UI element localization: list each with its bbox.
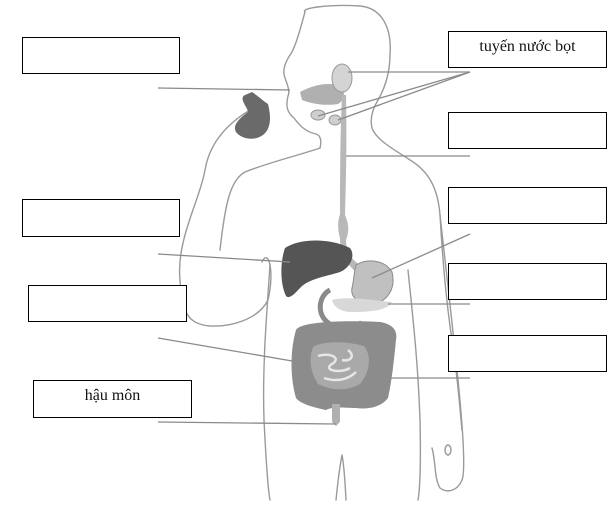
oral-cavity bbox=[300, 84, 344, 105]
salivary-gland-sublingual bbox=[310, 109, 326, 121]
label-box-small-intestine[interactable] bbox=[28, 285, 187, 322]
leader-line-salivary-2 bbox=[317, 71, 471, 117]
torso-right-outline bbox=[407, 269, 422, 501]
leader-line-mouth bbox=[157, 87, 291, 91]
esophagus bbox=[338, 95, 360, 272]
salivary-gland-submandibular bbox=[328, 114, 342, 126]
small-intestine-coils bbox=[317, 349, 357, 382]
label-box-mouth[interactable] bbox=[22, 37, 180, 74]
salivary-gland-parotid bbox=[331, 63, 353, 93]
label-box-stomach[interactable] bbox=[448, 187, 607, 224]
leader-line-small-intestine bbox=[157, 337, 299, 363]
stomach bbox=[351, 260, 394, 305]
pancreas bbox=[332, 298, 392, 312]
torso-left-outline bbox=[262, 263, 271, 501]
liver bbox=[281, 240, 353, 298]
label-box-esophagus[interactable] bbox=[448, 112, 607, 149]
rectum bbox=[332, 404, 340, 426]
leader-line-salivary-3 bbox=[337, 71, 471, 121]
label-box-pancreas[interactable] bbox=[448, 263, 607, 300]
raised-arm-outline bbox=[178, 109, 321, 327]
leader-line-stomach bbox=[371, 233, 471, 279]
face-profile bbox=[283, 11, 322, 149]
apple-icon bbox=[234, 92, 270, 139]
small-intestine bbox=[310, 342, 369, 390]
legs-gap-outline bbox=[335, 454, 347, 501]
head-outline bbox=[303, 4, 463, 431]
leader-line-liver bbox=[157, 253, 291, 263]
leader-line-anus bbox=[157, 421, 337, 425]
label-box-anus[interactable]: hậu môn bbox=[33, 380, 192, 418]
label-box-liver[interactable] bbox=[22, 199, 180, 237]
label-box-large-intestine[interactable] bbox=[448, 335, 607, 372]
label-box-salivary-glands[interactable]: tuyến nước bọt bbox=[448, 31, 607, 68]
wrist-mark bbox=[444, 444, 452, 456]
